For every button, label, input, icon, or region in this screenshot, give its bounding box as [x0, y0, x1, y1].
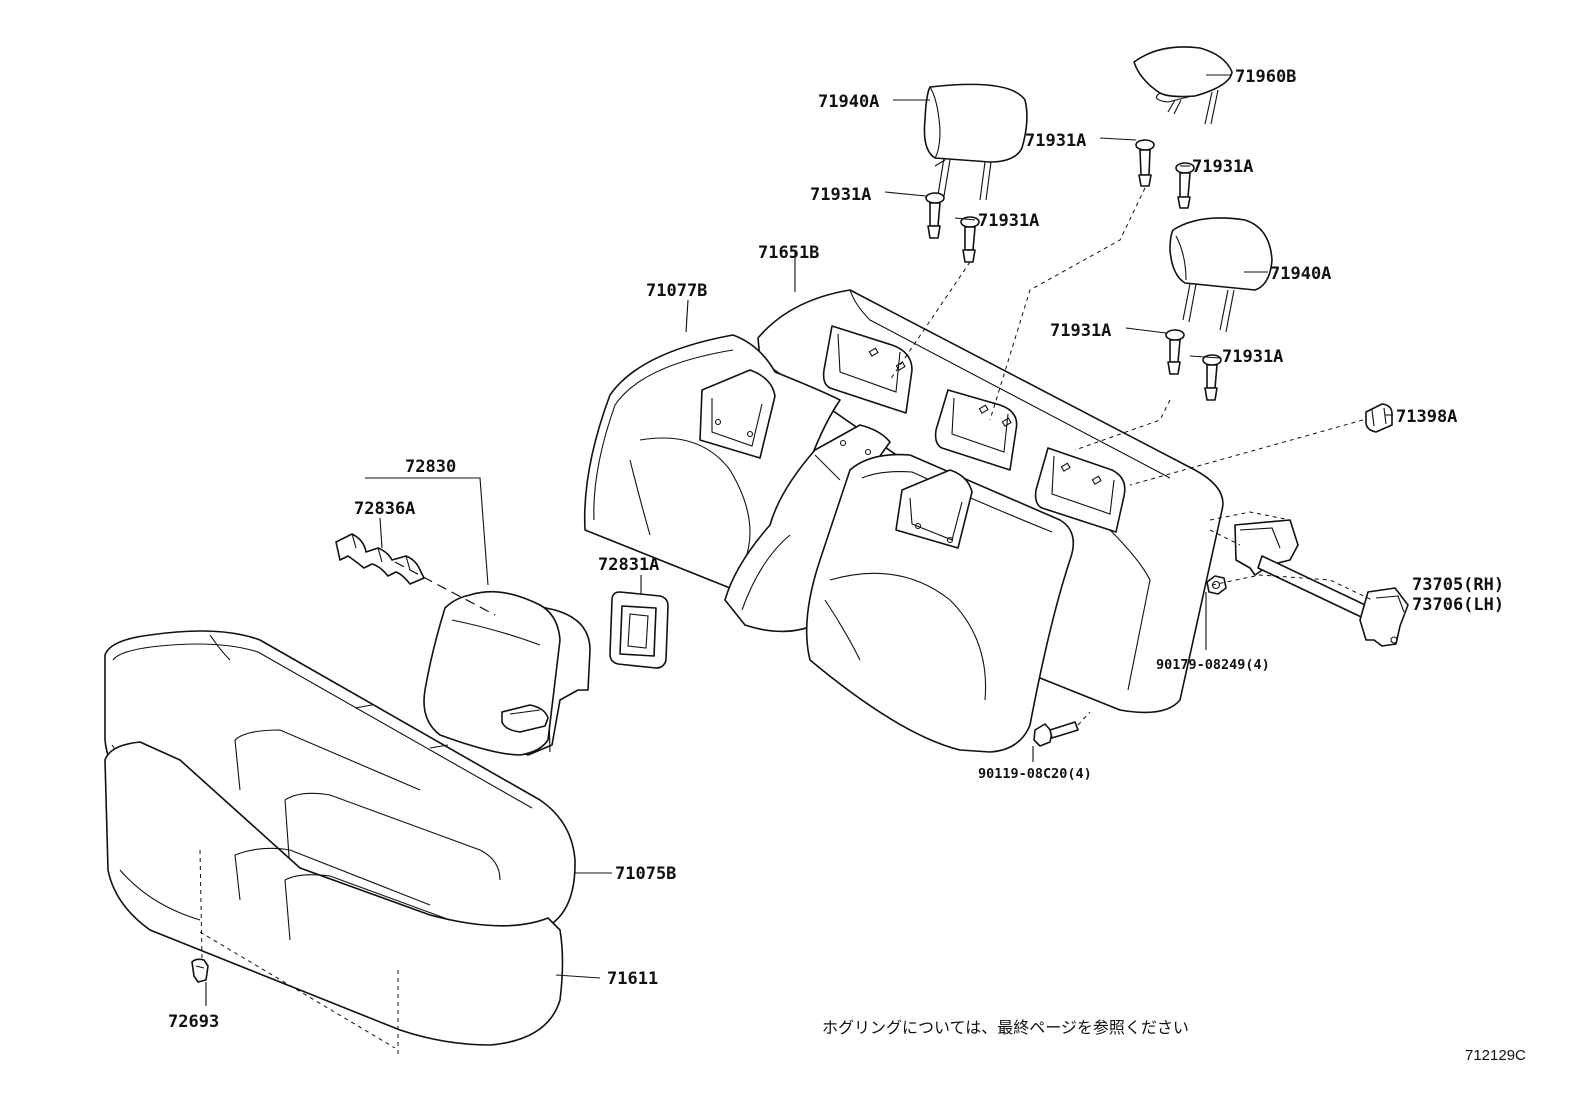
- label-support-2: 71931A: [1192, 157, 1253, 177]
- label-bolt: 90119-08C20(4): [978, 766, 1092, 782]
- label-seatback-assy: 71077B: [646, 281, 707, 301]
- seat-cushion-pad[interactable]: [104, 741, 564, 1046]
- footnote-text: ホグリングについては、最終ページを参照ください: [822, 1018, 1189, 1037]
- support-2[interactable]: [1175, 162, 1195, 209]
- hinge-assembly[interactable]: [1234, 519, 1409, 647]
- diagram-code: 712129C: [1465, 1047, 1526, 1064]
- nut-90179[interactable]: [1206, 575, 1227, 595]
- seat-cushion[interactable]: [104, 630, 576, 936]
- label-seatback-cover: 71651B: [758, 243, 819, 263]
- support-4[interactable]: [960, 216, 980, 263]
- label-headrest-center: 71960B: [1235, 67, 1296, 87]
- headrest-center[interactable]: [1133, 46, 1233, 125]
- label-cushion-pad: 71611: [607, 969, 658, 989]
- support-1[interactable]: [1135, 139, 1155, 187]
- label-hog-ring: 72693: [168, 1012, 219, 1032]
- label-clip-71398a: 71398A: [1396, 407, 1457, 427]
- label-hinge-lh: 73706(LH): [1412, 595, 1504, 615]
- label-armrest-frame: 72831A: [598, 555, 659, 575]
- seatback-right-section[interactable]: [805, 453, 1075, 753]
- label-support-5: 71931A: [1050, 321, 1111, 341]
- label-headrest-left: 71940A: [818, 92, 879, 112]
- label-cushion-assy: 71075B: [615, 864, 676, 884]
- label-nut: 90179-08249(4): [1156, 657, 1270, 673]
- label-hinge-rh: 73705(RH): [1412, 575, 1504, 595]
- label-support-6: 71931A: [1222, 347, 1283, 367]
- headrest-right[interactable]: [1169, 217, 1273, 333]
- clip-71398a[interactable]: [1365, 403, 1393, 433]
- support-6[interactable]: [1202, 354, 1222, 401]
- leader-lines: [205, 74, 1393, 1006]
- label-armrest-assy: 72830: [405, 457, 456, 477]
- bolt-90119[interactable]: [1033, 721, 1079, 747]
- assembly-lines: [199, 187, 1373, 1055]
- armrest-frame[interactable]: [609, 591, 669, 669]
- label-support-1: 71931A: [1025, 131, 1086, 151]
- label-headrest-right: 71940A: [1270, 264, 1331, 284]
- label-support-4: 71931A: [978, 211, 1039, 231]
- support-5[interactable]: [1165, 329, 1185, 375]
- label-armrest-clip: 72836A: [354, 499, 415, 519]
- headrest-left[interactable]: [923, 83, 1028, 201]
- armrest-assembly[interactable]: [423, 590, 591, 756]
- support-3[interactable]: [925, 192, 945, 239]
- armrest-clip[interactable]: [335, 533, 425, 585]
- label-support-3: 71931A: [810, 185, 871, 205]
- hog-ring[interactable]: [191, 958, 209, 983]
